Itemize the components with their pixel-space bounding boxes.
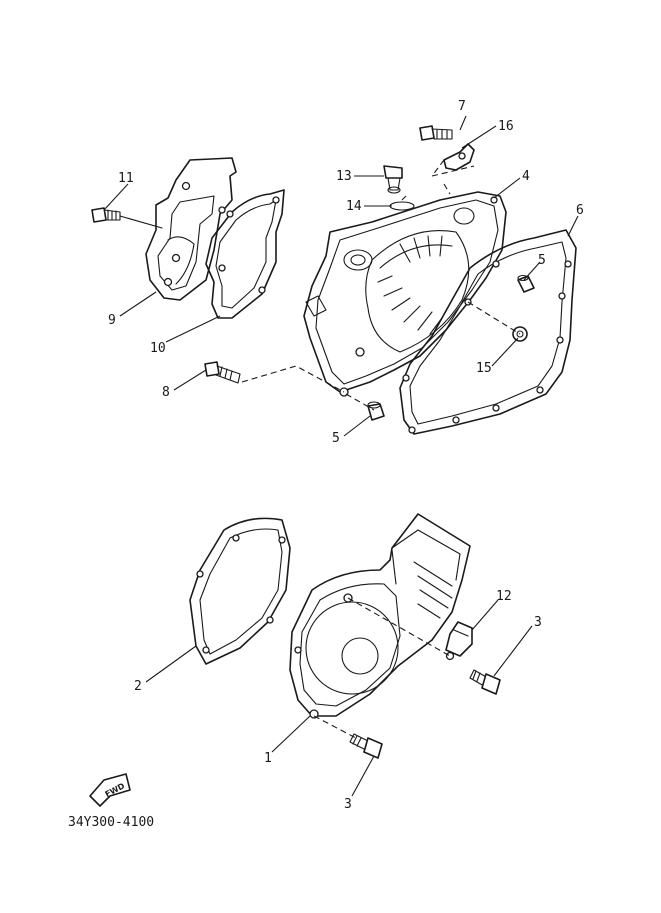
part-7-bolt <box>419 125 453 141</box>
part-3-bolt-right <box>469 669 501 695</box>
callout-12: 12 <box>496 589 512 604</box>
callout-11: 11 <box>118 171 134 186</box>
callout-7: 7 <box>458 99 466 114</box>
part-16-clamp <box>443 143 475 171</box>
part-1-crankcase-cover <box>289 513 471 719</box>
callout-10: 10 <box>150 341 166 356</box>
callout-3-lower: 3 <box>344 797 352 812</box>
part-6-gasket <box>399 229 577 435</box>
part-4-crankcase-cover <box>303 191 507 397</box>
forward-arrow-icon: FWD <box>89 773 131 807</box>
part-9-pump-cover <box>145 157 237 301</box>
callout-13: 13 <box>336 169 352 184</box>
callout-5-upper: 5 <box>538 253 546 268</box>
part-8-bolt <box>204 361 241 384</box>
callout-6: 6 <box>576 203 584 218</box>
part-11-bolt <box>91 207 121 223</box>
bottom-assembly-leaders <box>313 597 451 739</box>
top-assembly-leaders <box>119 159 521 411</box>
callout-3-right: 3 <box>534 615 542 630</box>
diagram-code: 34Y300-4100 <box>68 815 154 830</box>
callout-leaders <box>103 115 579 797</box>
callout-1: 1 <box>264 751 272 766</box>
part-5-dowel-pin-lower <box>367 401 385 421</box>
callout-8: 8 <box>162 385 170 400</box>
part-3-bolt-lower <box>349 733 383 759</box>
callout-labels: 7 16 13 14 4 6 5 11 9 10 8 5 15 12 3 2 1… <box>108 99 584 812</box>
part-5-dowel-pin-upper <box>517 274 535 293</box>
callout-9: 9 <box>108 313 116 328</box>
callout-5-lower: 5 <box>332 431 340 446</box>
part-10-gasket <box>205 189 285 319</box>
callout-14: 14 <box>346 199 362 214</box>
part-12-clamp <box>445 621 473 661</box>
part-2-gasket <box>189 517 291 665</box>
part-14-o-ring <box>389 201 415 211</box>
callout-15: 15 <box>476 361 492 376</box>
callout-4: 4 <box>522 169 530 184</box>
part-13-plug <box>383 165 403 194</box>
callout-2: 2 <box>134 679 142 694</box>
callout-16: 16 <box>498 119 514 134</box>
